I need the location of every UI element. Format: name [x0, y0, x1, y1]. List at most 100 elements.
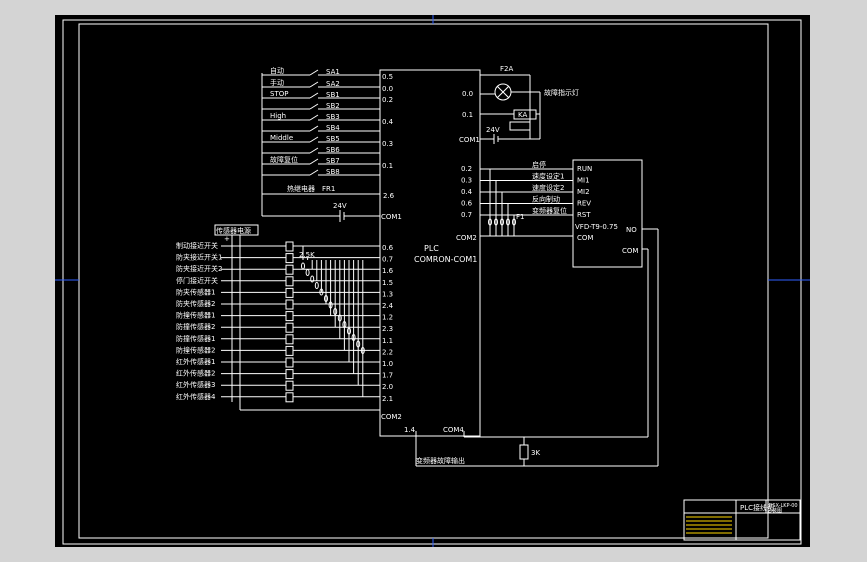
sensor-plus: +	[224, 235, 230, 243]
sensor-label: 防夹接近开关1	[176, 253, 222, 262]
plc-terminal: 2.0	[382, 383, 393, 391]
sensor-label: 红外传感器3	[176, 380, 215, 389]
pullup-resistor	[342, 321, 347, 328]
switch-blade	[309, 69, 319, 76]
switch-id: SA1	[326, 68, 340, 76]
lamp-circuit: F2A 0.0 故障指示灯 0.1 KA 24V COM1	[459, 65, 579, 144]
plc-terminal: 0.0	[382, 85, 393, 93]
pullup-resistor	[356, 340, 361, 348]
pullup-resistor	[351, 334, 356, 341]
input-label: 手动	[270, 78, 284, 87]
input-row: SB8	[262, 168, 380, 176]
sensor-label: 防夹传感器1	[176, 287, 215, 296]
left-supply-com: COM1	[381, 213, 402, 221]
fuse	[500, 218, 504, 226]
sensor-power-box	[214, 224, 259, 236]
sensor-resistor: 2.5K	[299, 251, 315, 259]
input-row: SB6	[262, 146, 380, 154]
left-supply: 24V COM1	[261, 73, 402, 222]
switch-id: SB1	[326, 91, 340, 99]
plc-terminal: 1.5	[382, 279, 393, 287]
pullup-resistor	[337, 314, 342, 322]
sensor-label: 防夹接近开关2	[176, 264, 222, 273]
output-terminal: 0.6	[461, 200, 473, 208]
plc-box	[379, 69, 481, 437]
plc-terminal: 1.2	[382, 314, 393, 322]
output-desc: 速度设定2	[532, 183, 564, 192]
plc-terminal: 0.4	[382, 118, 394, 126]
thermal-relay: 热继电器 FR1 2.6	[262, 184, 395, 200]
switch-id: SB8	[326, 168, 340, 176]
pullup-resistor	[333, 308, 338, 315]
sensor-label: 防撞传感器1	[176, 311, 215, 320]
plc-terminal: 1.7	[382, 372, 393, 380]
vfd-com-right: COM	[622, 247, 638, 255]
fuse	[494, 218, 498, 226]
switch-id: SB2	[326, 102, 340, 110]
sensor-label: 防撞传感器1	[176, 334, 215, 343]
plc-terminal: 0.5	[382, 73, 393, 81]
switch-id: SB4	[326, 124, 340, 132]
thermal-device: FR1	[322, 185, 335, 193]
switch-blade	[309, 81, 319, 88]
plc-model: COMRON-COM1	[414, 255, 477, 264]
right-com2: COM2	[456, 234, 477, 242]
fault-resistor: 3K	[531, 449, 540, 457]
vfd-model: VFD-T9-0.75	[575, 223, 618, 231]
thermal-terminal: 2.6	[383, 192, 395, 200]
left-com2: COM2	[381, 413, 402, 421]
input-label: STOP	[270, 90, 288, 98]
switch-id: SB7	[326, 157, 340, 165]
vfd-box	[572, 159, 643, 268]
fuse	[512, 218, 516, 226]
switch-blade	[309, 136, 319, 143]
sensor-row: 红外传感器3 2.0	[176, 260, 393, 391]
plc-terminal: 0.7	[382, 256, 393, 264]
plc-terminal: 2.3	[382, 325, 393, 333]
vfd-com-left: COM	[577, 234, 593, 242]
switch-id: SA2	[326, 80, 340, 88]
sensor-label: 红外传感器1	[176, 357, 215, 366]
plc-terminal: 1.1	[382, 337, 393, 345]
plc-terminal: 2.1	[382, 395, 393, 403]
title-block: PLC接线图 JDSX-LKP-00 总装图	[683, 499, 801, 541]
thermal-label: 热继电器	[287, 184, 315, 193]
pullup-resistor	[324, 295, 328, 302]
supply-right-voltage: 24V	[486, 126, 500, 134]
switch-id: SB6	[326, 146, 340, 154]
title-code: JDSX-LKP-00	[766, 503, 798, 509]
title-name: PLC接线图	[740, 503, 774, 512]
plc-terminal: 1.6	[382, 267, 394, 275]
vfd-terminal: RST	[577, 211, 591, 219]
switch-blade	[309, 147, 319, 154]
vfd-terminal: MI1	[577, 177, 590, 185]
sensor-power-label: 传感器电源	[216, 226, 251, 235]
pullup-resistor	[310, 275, 315, 283]
input-label: 故障复位	[270, 155, 298, 164]
pullup-resistor	[360, 347, 365, 354]
title-sub: 总装图	[767, 507, 782, 514]
plc-terminal: 2.4	[382, 302, 394, 310]
out-terminal-1: 0.1	[462, 111, 473, 119]
output-desc: 速度设定1	[532, 172, 564, 181]
switch-blade	[309, 114, 319, 121]
outer-frame	[62, 19, 802, 545]
plc-terminal: 0.6	[382, 244, 394, 252]
fuse	[506, 218, 510, 226]
plc-terminal: 0.3	[382, 140, 393, 148]
center-marks	[55, 15, 810, 547]
switch-blade	[309, 169, 319, 176]
sensor-label: 制动接近开关	[176, 241, 218, 250]
